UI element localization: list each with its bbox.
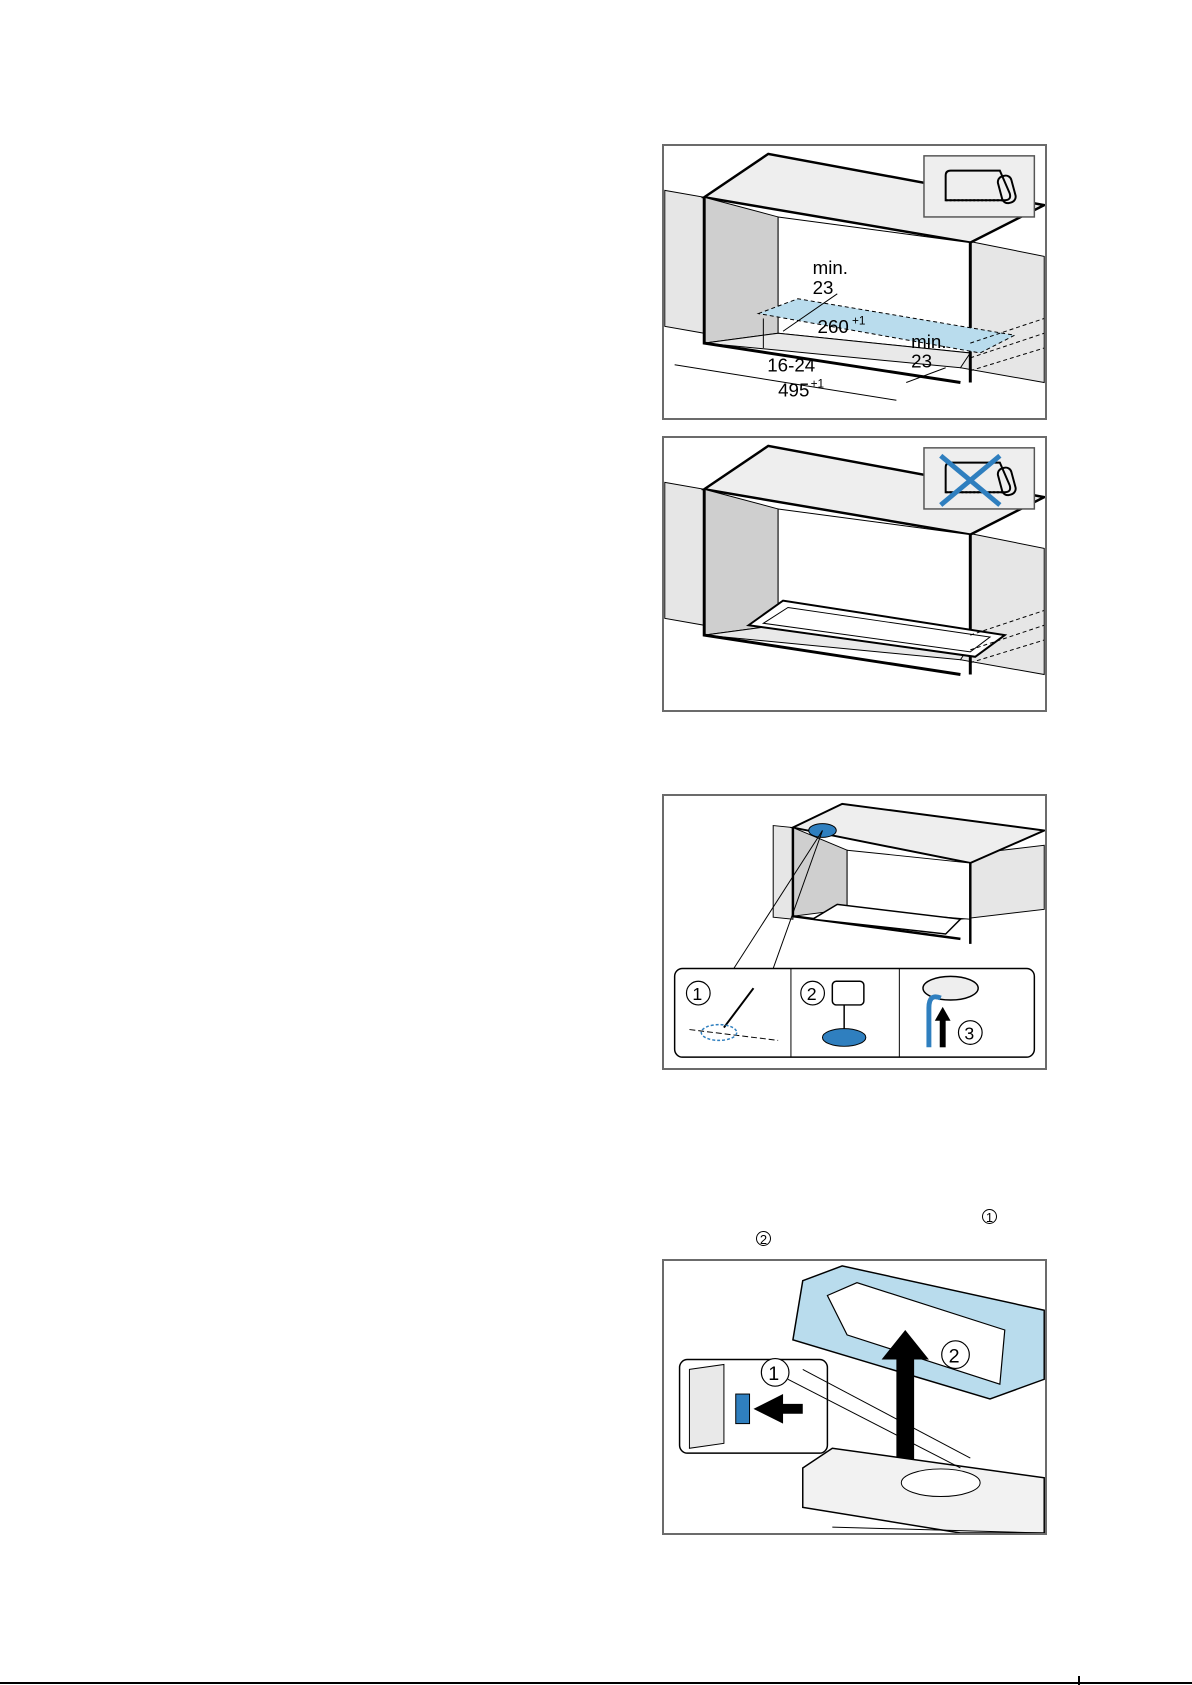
cabinet-no-cutout-diagram (664, 438, 1045, 710)
text-ref-1: 1 (982, 1209, 997, 1224)
cabinet-cutout-diagram: min. 23 260 +1 min. 23 16-24 495 +1 (664, 146, 1045, 418)
crossed-out-hacksaw-icon (924, 448, 1034, 509)
text-ref-2: 2 (756, 1231, 771, 1246)
callout-2: 2 (949, 1346, 960, 1368)
step-2-number: 2 (807, 984, 817, 1004)
page-bottom-rule (0, 1682, 1192, 1684)
step-3-number: 3 (964, 1023, 974, 1043)
dim-min-right: min. (911, 331, 946, 352)
dim-23-left: 23 (813, 277, 834, 298)
dim-495-sup: +1 (811, 376, 824, 390)
figure-cable-hole: 1 2 3 (662, 794, 1047, 1070)
cover-removal-diagram: 2 1 (664, 1261, 1045, 1533)
dim-260: 260 (818, 316, 849, 337)
dim-16-24: 16-24 (767, 355, 815, 376)
dim-23-right: 23 (911, 351, 932, 372)
figure-cover-removal: 2 1 (662, 1259, 1047, 1535)
figure-cutout-dimensions: min. 23 260 +1 min. 23 16-24 495 +1 (662, 144, 1047, 420)
callout-1: 1 (768, 1363, 779, 1385)
cable-hole-diagram: 1 2 3 (664, 796, 1045, 1068)
dim-min-left: min. (813, 257, 848, 278)
dim-495: 495 (778, 379, 809, 400)
page-bottom-tick (1078, 1676, 1080, 1685)
hacksaw-icon (924, 156, 1034, 217)
step-1-number: 1 (692, 984, 702, 1004)
dim-260-sup: +1 (852, 313, 865, 327)
figure-no-cutout (662, 436, 1047, 712)
